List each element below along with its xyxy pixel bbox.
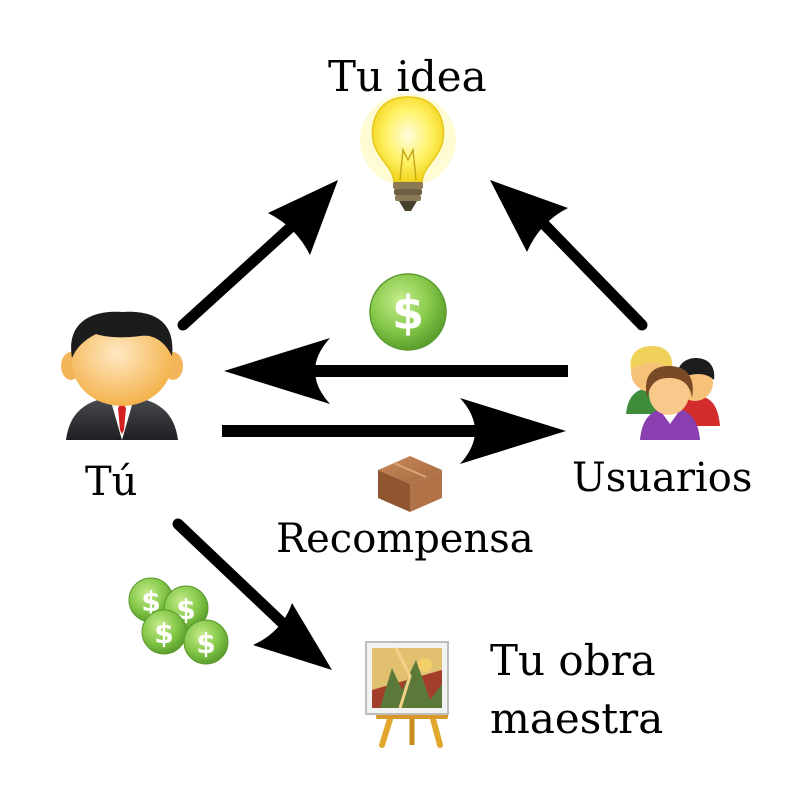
businessman-icon xyxy=(61,311,183,440)
svg-text:$: $ xyxy=(141,585,160,618)
dollar-coins-pile-icon: $ $ $ $ xyxy=(128,577,229,665)
package-box-icon xyxy=(378,456,442,512)
arrow-you-to-users xyxy=(222,398,566,464)
users-label: Usuarios xyxy=(572,455,753,501)
svg-text:$: $ xyxy=(196,627,215,660)
users-group-icon xyxy=(626,346,720,440)
arrow-users-to-you xyxy=(224,338,568,404)
you-label: Tú xyxy=(85,459,138,505)
arrow-you-to-idea xyxy=(177,180,338,331)
masterpiece-label-line1: Tu obra xyxy=(490,636,656,685)
light-bulb-icon xyxy=(360,94,456,211)
reward-label: Recompensa xyxy=(276,516,534,562)
arrow-users-to-idea xyxy=(490,180,648,331)
arrow-you-to-work xyxy=(172,518,332,670)
svg-text:$: $ xyxy=(154,617,173,650)
masterpiece-label: Tu obra maestra xyxy=(490,632,663,748)
painting-easel-icon xyxy=(365,641,449,748)
idea-label: Tu idea xyxy=(328,52,487,101)
masterpiece-label-line2: maestra xyxy=(490,694,664,743)
dollar-coin-icon: $ xyxy=(369,273,447,351)
svg-text:$: $ xyxy=(392,286,424,340)
